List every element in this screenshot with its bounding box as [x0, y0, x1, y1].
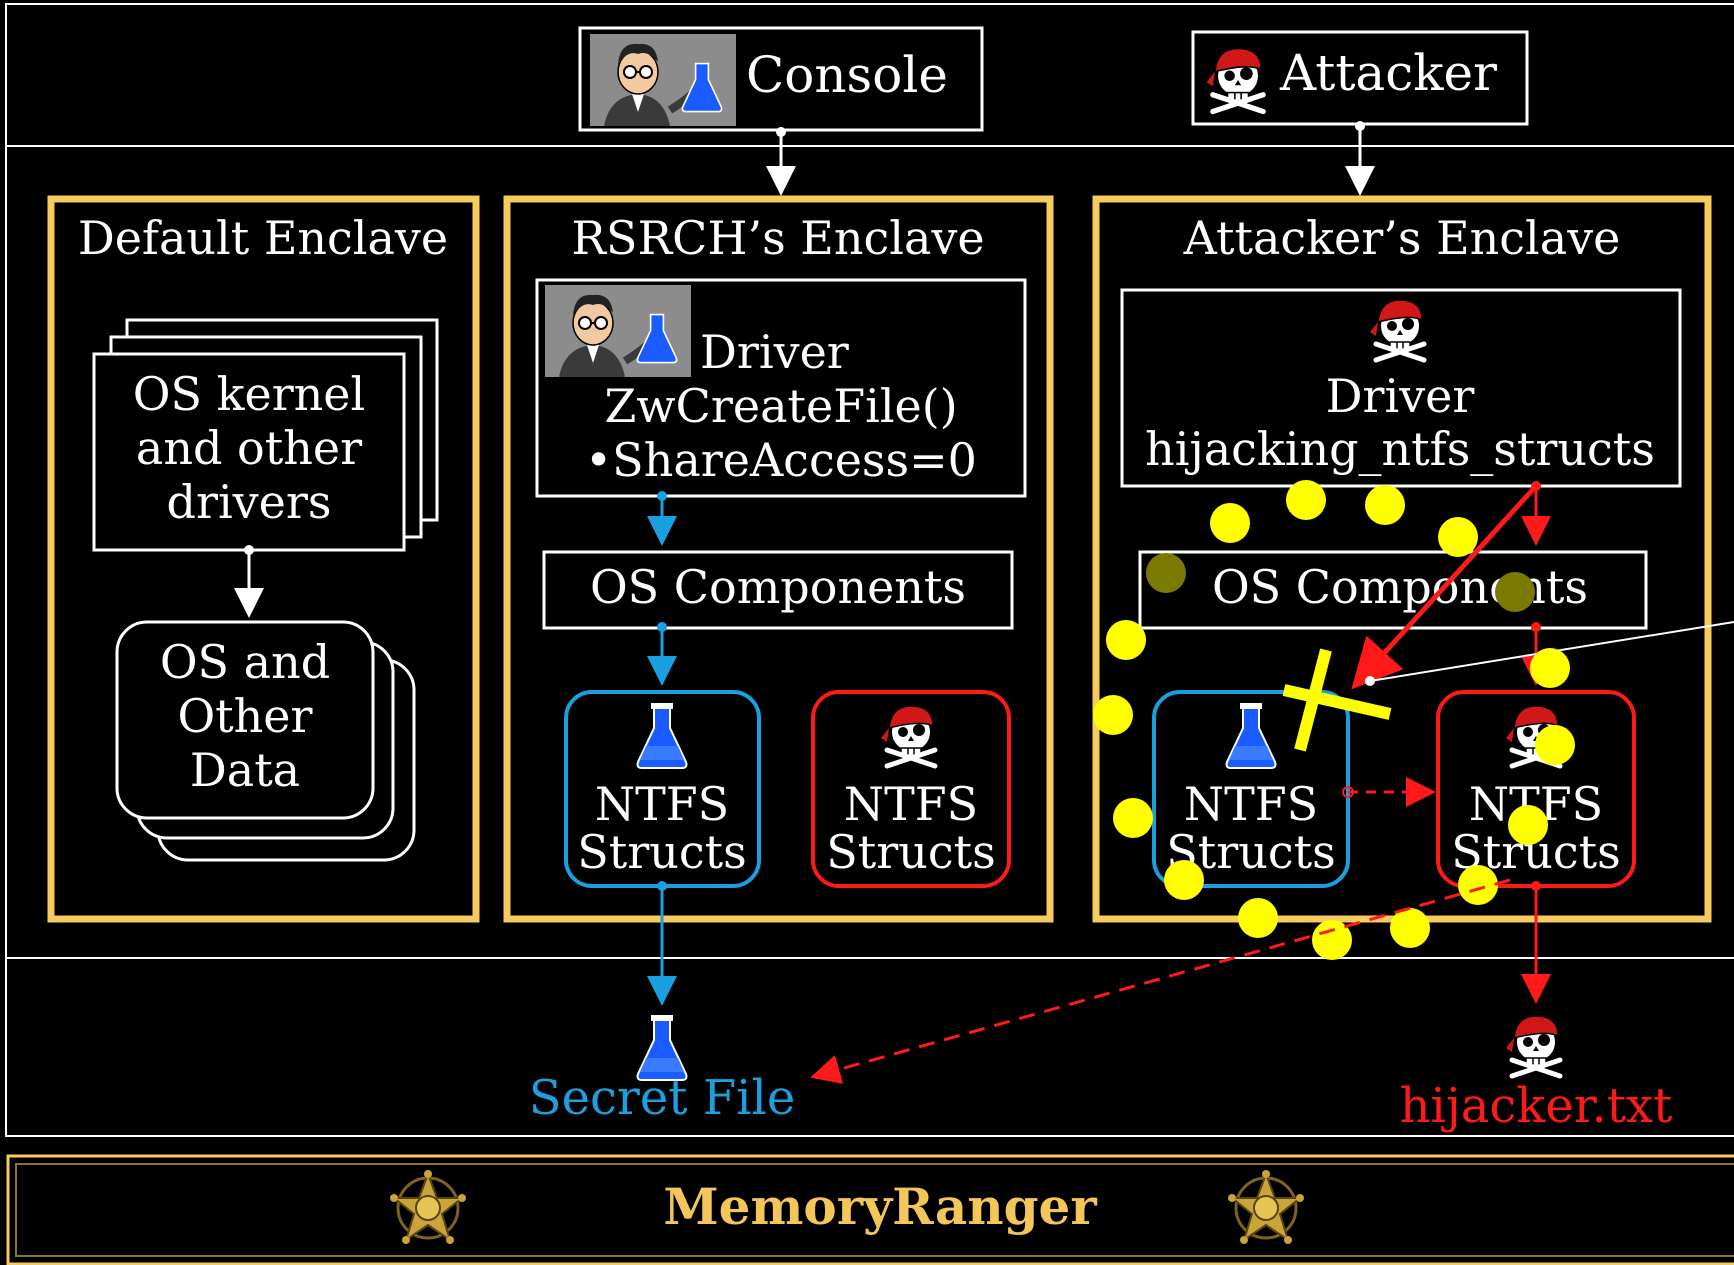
- attacker-os-components-box[interactable]: OS Components: [1138, 550, 1648, 630]
- blocked-cross-icon: [1282, 648, 1392, 752]
- redirect-dashed-arrow: [1342, 777, 1436, 807]
- rsrch-driver-line1: Driver: [700, 325, 849, 379]
- attacker-ntfs-to-hijacker-arrow: [1521, 881, 1551, 1004]
- attacker-driver-box[interactable]: Driver hijacking_ntfs_structs: [1120, 288, 1682, 488]
- rsrch-ntfs-structs-hijacked[interactable]: NTFS Structs: [811, 690, 1011, 888]
- attacker-ntfs-structs-hijacked[interactable]: NTFS Structs: [1436, 690, 1636, 888]
- kernel-drivers-stack[interactable]: OS kernel and other drivers: [92, 318, 439, 552]
- attacker-box[interactable]: Attacker: [1191, 30, 1529, 126]
- scientist-with-flask-icon: [545, 285, 691, 377]
- attacker-enclave-title: Attacker’s Enclave: [1183, 211, 1621, 265]
- rsrch-ntfs-good-line2: Structs: [577, 825, 746, 879]
- console-arrow: [766, 127, 796, 196]
- rsrch-enclave-title: RSRCH’s Enclave: [571, 211, 984, 265]
- attacker-enclave: Attacker’s Enclave Driver hijacking_ntfs…: [1092, 195, 1734, 960]
- rsrch-ntfs-bad-line1: NTFS: [844, 777, 978, 831]
- attacker-ntfs-good-line1: NTFS: [1184, 777, 1318, 831]
- hijack-attempt-arrow: [1351, 484, 1538, 690]
- hijack-to-secret-dashed-arrow: [810, 878, 1511, 1084]
- protection-dots: [1093, 480, 1575, 960]
- secret-file[interactable]: Secret File: [529, 1014, 795, 1126]
- data-line1: OS and: [160, 635, 330, 689]
- hijacker-file[interactable]: hijacker.txt: [1400, 1016, 1673, 1134]
- scientist-with-flask-icon: [590, 34, 736, 126]
- attacker-driver-line2: hijacking_ntfs_structs: [1145, 422, 1655, 476]
- rsrch-driver-box[interactable]: Driver ZwCreateFile() •ShareAccess=0: [535, 278, 1027, 498]
- outer-frame: [5, 3, 1734, 1137]
- rsrch-enclave: RSRCH’s Enclave Driver ZwCreateFile() •S…: [503, 195, 1054, 923]
- default-enclave-title: Default Enclave: [78, 211, 448, 265]
- data-line3: Data: [190, 743, 300, 797]
- attacker-ntfs-structs-legit[interactable]: NTFS Structs: [1152, 690, 1350, 888]
- rsrch-components-label: OS Components: [590, 560, 966, 614]
- memoryranger-title: MemoryRanger: [663, 1177, 1097, 1236]
- kernel-line1: OS kernel: [133, 367, 366, 421]
- kernel-to-data-arrow: [234, 545, 264, 618]
- rsrch-os-components-box[interactable]: OS Components: [542, 550, 1014, 630]
- rsrch-ntfs-structs-legit[interactable]: NTFS Structs: [564, 690, 761, 888]
- console-label: Console: [746, 46, 948, 104]
- attacker-arrow: [1345, 121, 1375, 196]
- os-data-stack[interactable]: OS and Other Data: [115, 620, 416, 862]
- console-box[interactable]: Console: [578, 26, 984, 132]
- memoryranger-banner: MemoryRanger: [6, 1154, 1734, 1265]
- rsrch-driver-line3: •ShareAccess=0: [585, 433, 977, 487]
- data-line2: Other: [177, 689, 312, 743]
- kernel-line2: and other: [136, 421, 362, 475]
- rsrch-ntfs-good-line1: NTFS: [595, 777, 729, 831]
- rsrch-driver-to-components-arrow: [647, 491, 677, 546]
- attacker-label: Attacker: [1279, 44, 1497, 102]
- attacker-driver-line1: Driver: [1326, 369, 1475, 423]
- rsrch-driver-line2: ZwCreateFile(): [604, 379, 957, 433]
- kernel-line3: drivers: [167, 475, 332, 529]
- rsrch-ntfs-to-secret-arrow: [647, 881, 677, 1006]
- rsrch-components-to-ntfs-arrow: [647, 622, 677, 686]
- secret-file-label: Secret File: [529, 1070, 795, 1126]
- hijacker-file-label: hijacker.txt: [1400, 1078, 1673, 1134]
- pirate-skull-icon: [1506, 1016, 1560, 1076]
- default-enclave: Default Enclave OS kernel and other driv…: [47, 195, 480, 923]
- rsrch-ntfs-bad-line2: Structs: [826, 825, 995, 879]
